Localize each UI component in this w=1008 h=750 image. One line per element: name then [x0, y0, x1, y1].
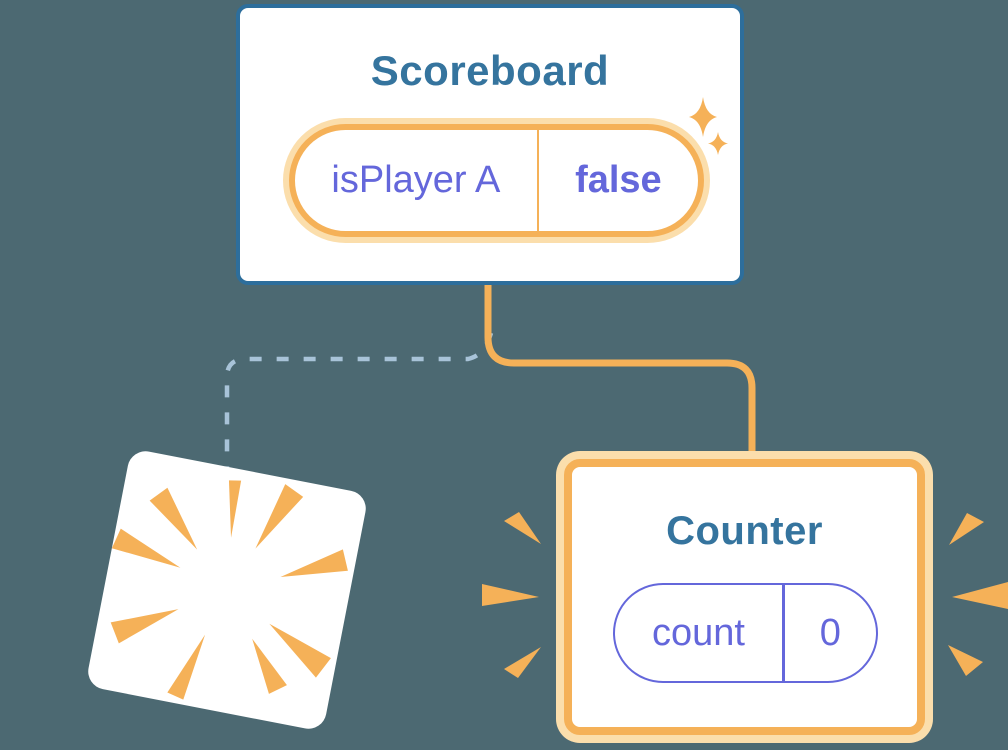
poof-wedge — [149, 487, 198, 550]
sparkle-large — [689, 97, 717, 137]
state-value: 0 — [819, 611, 841, 654]
scoreboard-state-pill: isPlayer A false — [289, 124, 704, 237]
pill-divider — [536, 130, 539, 231]
scoreboard-title: Scoreboard — [370, 47, 610, 94]
poof-wedge — [269, 623, 331, 678]
burst-wedge — [948, 645, 983, 676]
burst-wedge-icon — [948, 513, 1008, 676]
burst-wedge — [504, 512, 541, 544]
poof-wedge — [228, 480, 242, 538]
burst-wedge — [952, 582, 1008, 609]
poof-wedge — [255, 484, 304, 549]
poof-burst-icon — [110, 480, 348, 700]
burst-wedge — [949, 513, 984, 545]
scoreboard-card: Scoreboard isPlayer A false — [236, 4, 744, 285]
counter-state-pill: count 0 — [613, 583, 878, 683]
state-key: count — [652, 611, 745, 654]
poof-wedge — [280, 549, 348, 577]
poof-wedge — [167, 634, 206, 700]
sparkle-small — [708, 132, 728, 155]
state-key: isPlayer A — [331, 159, 501, 201]
dashed-connector-line — [224, 332, 494, 467]
orange-connector-line — [484, 278, 756, 472]
sparkles-icon — [689, 97, 728, 155]
pill-divider — [782, 585, 785, 681]
counter-card: Counter count 0 — [564, 459, 925, 735]
burst-wedge — [504, 647, 541, 678]
poof-wedge — [252, 638, 287, 694]
poof-wedge — [110, 609, 179, 644]
counter-title: Counter — [666, 509, 823, 553]
state-value: false — [575, 159, 662, 201]
burst-wedge — [482, 584, 539, 606]
burst-wedge-icon — [482, 512, 541, 678]
poof-wedge — [111, 528, 181, 568]
destroyed-component-card — [85, 448, 369, 732]
